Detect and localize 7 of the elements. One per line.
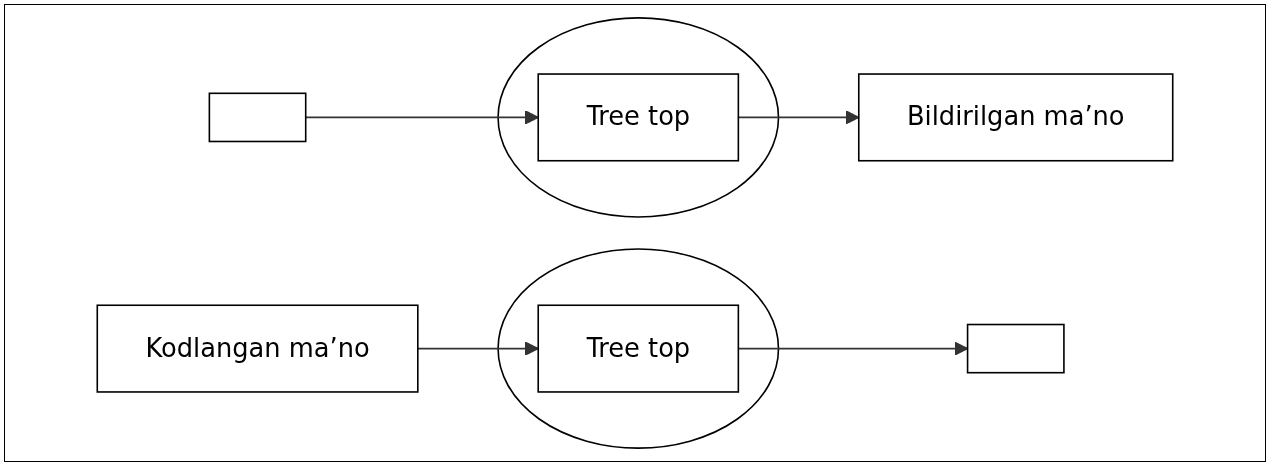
node-box: Tree top bbox=[537, 73, 740, 162]
node-box: Tree top bbox=[537, 304, 740, 393]
node-box: Bildirilgan ma’no bbox=[857, 73, 1174, 162]
node-box bbox=[208, 92, 307, 143]
node-box: Kodlangan ma’no bbox=[96, 304, 419, 393]
node-box bbox=[966, 323, 1065, 374]
arrow bbox=[417, 341, 539, 356]
